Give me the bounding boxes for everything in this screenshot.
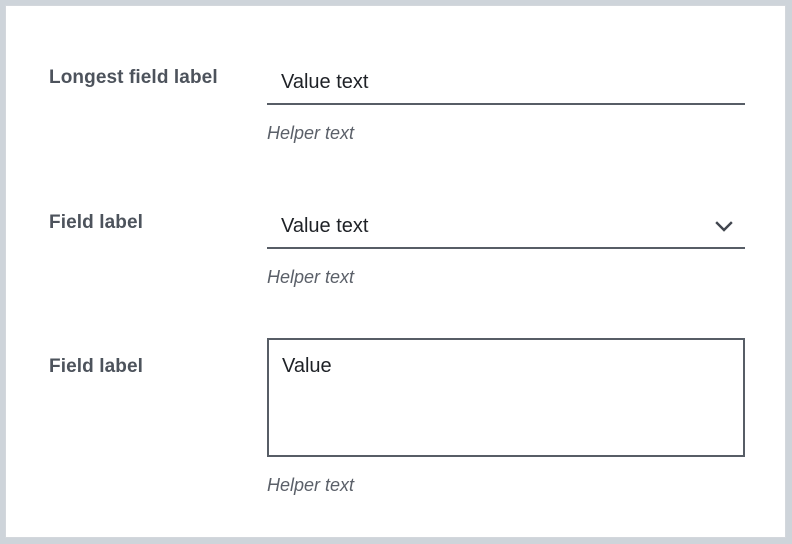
textarea-input-3-value: Value	[282, 355, 332, 377]
text-input-1[interactable]: Value text	[267, 61, 745, 105]
select-input-2[interactable]: Value text	[267, 205, 745, 249]
helper-text-1: Helper text	[267, 123, 355, 143]
helper-text-2: Helper text	[267, 267, 355, 287]
field-control-2: Value text	[267, 205, 745, 249]
field-label-3: Field label	[49, 356, 144, 377]
textarea-input-3[interactable]: Value	[267, 338, 745, 457]
field-control-1: Value text	[267, 61, 745, 105]
field-control-3: Value	[267, 338, 745, 457]
chevron-down-icon[interactable]	[711, 213, 737, 239]
text-input-1-value: Value text	[281, 71, 369, 93]
field-label-1: Longest field label	[49, 67, 218, 88]
field-label-2: Field label	[49, 212, 144, 233]
select-input-2-value: Value text	[281, 215, 369, 237]
helper-text-3: Helper text	[267, 475, 355, 495]
field-form: Longest field label Value text Helper te…	[6, 6, 785, 537]
form-card: Longest field label Value text Helper te…	[5, 5, 786, 538]
